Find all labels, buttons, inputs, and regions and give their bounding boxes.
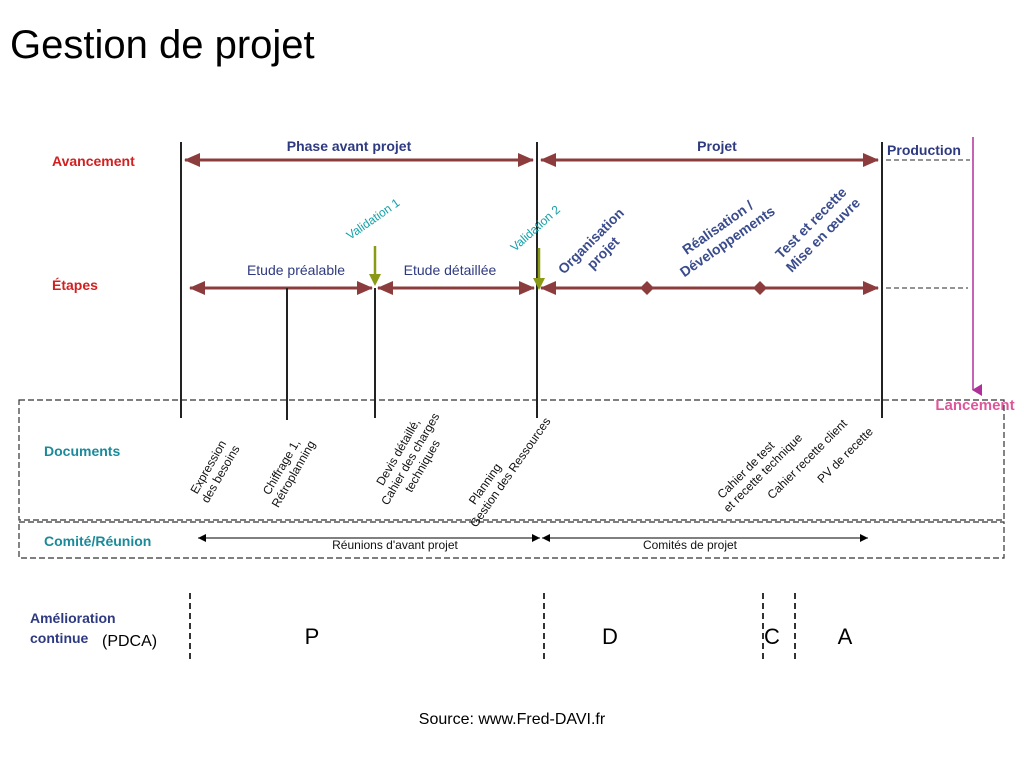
validation-2-label: Validation 2 — [508, 202, 564, 254]
phase-label-production: Production — [887, 142, 961, 158]
step-label-etude-prealable: Etude préalable — [247, 262, 345, 278]
milestone-diamond-1 — [640, 281, 654, 295]
pdca-letter-a: A — [838, 624, 853, 649]
source-caption: Source: www.Fred-DAVI.fr — [419, 711, 606, 728]
documents-box — [18, 399, 1005, 521]
phase-label-avant: Phase avant projet — [287, 138, 412, 154]
step-label-etude-detaillee: Etude détaillée — [404, 262, 497, 278]
step-label-test: Test et recette Mise en œuvre — [772, 184, 863, 275]
doc-chiffrage: Chiffrage 1, Rétroplanning — [260, 437, 318, 510]
comite-box — [18, 521, 1005, 559]
step-label-realisation: Réalisation / Développements — [677, 197, 778, 280]
milestone-diamond-2 — [753, 281, 767, 295]
row-label-pdca: (PDCA) — [102, 633, 157, 650]
doc-expression-besoins: Expression des besoins — [187, 438, 242, 505]
page-title: Gestion de projet — [10, 23, 315, 67]
row-label-documents: Documents — [44, 443, 120, 459]
meeting-label-avant: Réunions d'avant projet — [332, 538, 458, 552]
svg-text:Gestion des Ressources: Gestion des Ressources — [467, 415, 553, 530]
step-label-organisation: Organisation projet — [555, 205, 627, 277]
row-label-etapes: Étapes — [52, 277, 98, 293]
doc-devis: Devis détaillé, Cahier des charges techn… — [373, 410, 443, 507]
validation-2-arrowhead — [533, 278, 545, 290]
row-label-continue: continue — [30, 630, 89, 646]
row-label-amelioration: Amélioration — [30, 610, 116, 626]
pdca-letter-d: D — [602, 624, 618, 649]
phase-label-projet: Projet — [697, 138, 737, 154]
pdca-letter-p: P — [305, 624, 320, 649]
doc-planning: Planning Gestion des Ressources — [466, 415, 554, 530]
validation-1-arrowhead — [369, 274, 381, 286]
pdca-letter-c: C — [764, 624, 780, 649]
row-label-avancement: Avancement — [52, 153, 135, 169]
row-label-comite: Comité/Réunion — [44, 533, 151, 549]
validation-1-label: Validation 1 — [344, 195, 403, 242]
lancement-label: Lancement — [935, 397, 1014, 414]
meeting-label-projet: Comités de projet — [643, 538, 738, 552]
